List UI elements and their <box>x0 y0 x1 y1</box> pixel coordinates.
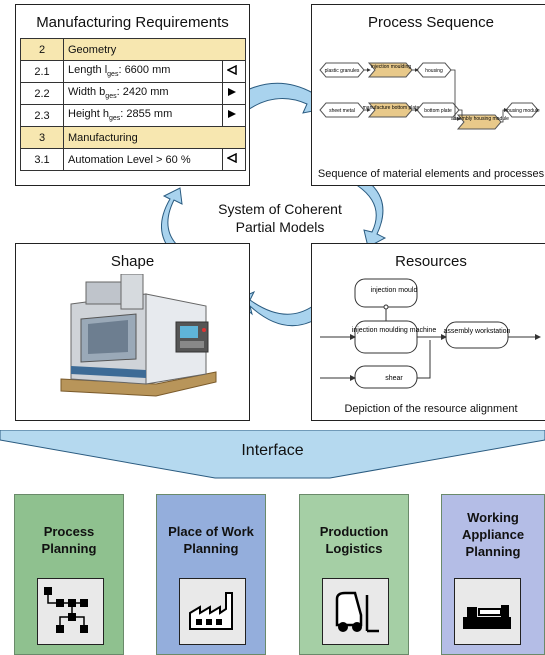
process-title: Process Sequence <box>368 14 494 31</box>
row-text: Geometry <box>63 38 246 61</box>
cycle-arrow-right <box>357 179 387 248</box>
card-production-logistics: Production Logistics <box>299 494 409 655</box>
process-connectors <box>364 68 508 123</box>
resource-node-label: assembly workstation <box>444 328 511 335</box>
row-label: Manufacturing <box>68 131 138 144</box>
outline-left-triangle-icon <box>226 152 237 164</box>
row-subscript: ges <box>107 71 119 79</box>
table-row: 2.2 Width bges: 2420 mm <box>20 82 246 105</box>
process-node-label: housing module <box>504 108 540 114</box>
table-row: 2.1 Length lges: 6600 mm <box>20 60 246 83</box>
process-node-label: injection moulding <box>371 64 411 70</box>
filled-right-triangle-icon <box>228 88 236 96</box>
row-number: 3.1 <box>20 148 64 171</box>
row-marker <box>222 104 246 127</box>
process-panel: Process Sequence plastic granules inject… <box>311 4 545 186</box>
row-subscript: ges <box>108 115 121 123</box>
card-title: Working Appliance Planning <box>461 509 525 559</box>
process-caption: Sequence of material elements and proces… <box>317 168 545 180</box>
requirements-title: Manufacturing Requirements <box>36 14 229 31</box>
process-node-label: housing <box>425 68 443 74</box>
row-text: Automation Level > 60 % <box>63 148 223 171</box>
machine-3d-illustration <box>60 274 217 397</box>
row-number: 2.1 <box>20 60 64 83</box>
process-node-label: assembly housing module <box>451 116 509 122</box>
row-text: Height hges: 2855 mm <box>63 104 223 127</box>
row-value: : 6600 mm <box>118 64 171 77</box>
process-node-manufacture <box>367 102 413 118</box>
process-node-label: plastic granules <box>325 68 360 74</box>
cycle-arrow-left <box>161 187 183 253</box>
center-label: System of Coherent Partial Models <box>180 200 380 236</box>
process-node-label: bottom plate <box>424 108 452 114</box>
center-label-line1: System of Coherent <box>218 201 342 217</box>
resource-connectors <box>320 307 541 381</box>
row-marker <box>222 82 246 105</box>
resources-title: Resources <box>395 253 467 270</box>
resource-flow: injection mould injection moulding machi… <box>320 278 541 389</box>
row-text: Manufacturing <box>63 126 246 149</box>
row-number: 2 <box>20 38 64 61</box>
resources-caption: Depiction of the resource alignment <box>344 403 518 415</box>
table-row: 2 Geometry <box>20 38 246 61</box>
interface-label: Interface <box>241 442 304 459</box>
card-title: Process Planning <box>41 524 97 556</box>
shape-panel: Shape <box>15 243 250 421</box>
factory-icon <box>179 578 246 645</box>
center-label-line2: Partial Models <box>235 219 325 235</box>
process-node-injection <box>367 62 413 78</box>
machine-tool-icon <box>454 578 521 645</box>
process-node-module <box>505 102 539 118</box>
row-marker <box>222 60 246 83</box>
requirements-panel: Manufacturing Requirements 2 Geometry 2.… <box>15 4 250 186</box>
card-title: Production Logistics <box>319 524 389 556</box>
row-subscript: ges <box>105 93 117 101</box>
row-value: : 2420 mm <box>116 86 169 99</box>
row-label: Height h <box>68 108 109 121</box>
card-process-planning: Process Planning <box>14 494 124 655</box>
filled-right-triangle-icon <box>228 110 236 118</box>
process-flow: plastic granules injection moulding hous… <box>319 62 540 130</box>
row-text: Width bges: 2420 mm <box>63 82 223 105</box>
table-row: 3.1 Automation Level > 60 % <box>20 148 246 171</box>
row-text: Length lges: 6600 mm <box>63 60 223 83</box>
resource-node-label: injection moulding machine <box>352 327 437 334</box>
process-node-assembly <box>456 114 502 130</box>
process-node-label: manufacture bottom plate <box>363 105 420 111</box>
row-label: Length l <box>68 64 108 77</box>
shape-title: Shape <box>110 253 155 270</box>
row-label: Width b <box>68 86 106 99</box>
process-node-label: sheet metal <box>329 108 355 114</box>
resource-node-label: injection mould <box>371 287 418 294</box>
forklift-icon <box>322 578 389 645</box>
card-working-appliance-planning: Working Appliance Planning <box>441 494 545 655</box>
row-marker <box>222 148 246 171</box>
interface-band <box>0 430 545 479</box>
row-label: Geometry <box>68 43 117 56</box>
flowchart-icon <box>37 578 104 645</box>
resource-node-label: shear <box>385 375 403 382</box>
table-row: 2.3 Height hges: 2855 mm <box>20 104 246 127</box>
row-value: : 2855 mm <box>120 108 173 121</box>
resources-panel: Resources injection mould injection moul… <box>311 243 545 421</box>
requirements-table: 2 Geometry 2.1 Length lges: 6600 mm 2.2 … <box>20 38 246 171</box>
card-place-of-work-planning: Place of Work Planning <box>156 494 266 655</box>
resource-node-workstation <box>445 321 509 349</box>
table-row: 3 Manufacturing <box>20 126 246 149</box>
row-label: Automation Level > 60 % <box>68 153 191 166</box>
row-number: 2.2 <box>20 82 64 105</box>
row-number: 2.3 <box>20 104 64 127</box>
outline-left-triangle-icon <box>226 64 237 76</box>
resource-node-machine <box>354 320 418 354</box>
row-number: 3 <box>20 126 64 149</box>
card-title: Place of Work Planning <box>168 524 254 556</box>
